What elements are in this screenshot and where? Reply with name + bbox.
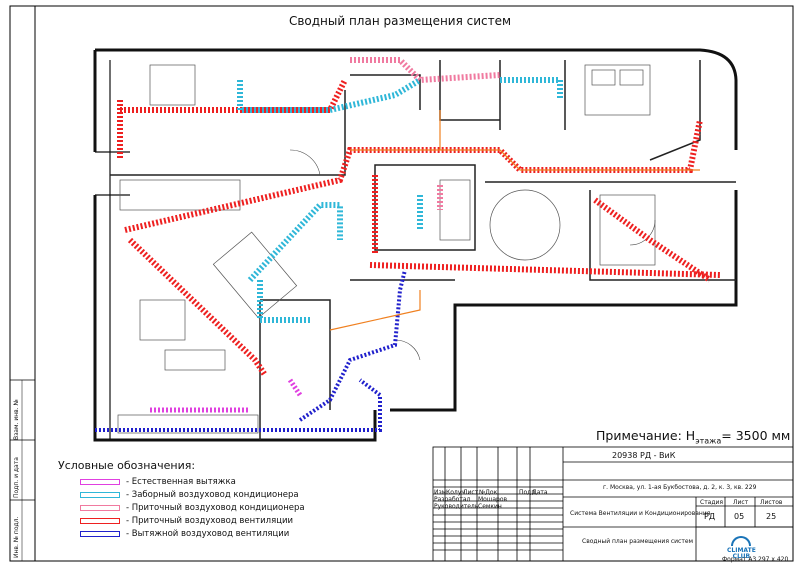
legend-item: - Приточный воздуховод вентиляции: [58, 514, 305, 527]
legend-item: - Приточный воздуховод кондиционера: [58, 501, 305, 514]
legend-label: - Заборный воздуховод кондиционера: [126, 489, 299, 500]
legend-item: - Заборный воздуховод кондиционера: [58, 488, 305, 501]
legend-swatch-supply-vent: [80, 517, 120, 524]
refrigerant-line: [329, 110, 700, 331]
intake-ac-duct: [237, 77, 563, 323]
legend-swatch-exhaust-vent: [80, 530, 120, 537]
sheet-value: 05: [734, 512, 745, 521]
role-developer: Разработал: [434, 496, 471, 503]
sheet-title: Сводный план размещения систем: [582, 538, 694, 545]
drawing-title: Сводный план размещения систем: [288, 14, 512, 28]
legend-swatch-intake-ac: [80, 491, 120, 498]
side-label: Взам. инв. №: [13, 399, 20, 440]
note-suffix: = 3500 мм: [721, 428, 791, 443]
natural-exhaust: [150, 378, 303, 413]
supply-ac-duct: [350, 57, 501, 210]
name-manager: Семкин: [478, 503, 502, 510]
note-prefix: Примечание: H: [596, 428, 696, 443]
inner-frame: [34, 5, 794, 562]
logo-line1: CLIMATE: [727, 547, 756, 554]
col-header: Колуч: [446, 489, 465, 496]
title-block: [432, 446, 794, 562]
exhaust-vent-duct: [95, 269, 407, 432]
stage-label: Стадия: [700, 499, 724, 506]
legend-item: - Вытяжной воздуховод вентиляции: [58, 527, 305, 540]
furniture: [117, 64, 656, 434]
sheets-value: 25: [766, 512, 777, 521]
side-label: Инв. № подл.: [13, 516, 20, 558]
logo-mark: [731, 536, 752, 546]
role-manager: Руководитель: [434, 503, 479, 510]
floor-plan-walls: [93, 48, 738, 442]
logo-line2: CLUB: [732, 553, 751, 560]
height-note: Примечание: Hэтажа= 3500 мм: [596, 428, 790, 446]
interior-walls: [110, 60, 736, 440]
legend-label: - Естественная вытяжка: [126, 476, 236, 487]
legend-heading: Условные обозначения:: [58, 459, 196, 472]
col-header: Изм.: [434, 489, 449, 496]
note-subscript: этажа: [695, 436, 722, 446]
sheet-label: Лист: [733, 499, 749, 506]
format-label: Формат А3: [722, 556, 757, 563]
legend-label: - Вытяжной воздуховод вентиляции: [126, 528, 290, 539]
col-header: Лист: [463, 489, 479, 496]
address: г. Москва, ул. 1-ая Букбостова, д. 2, к.…: [603, 484, 757, 491]
legend-label: - Приточный воздуховод вентиляции: [126, 515, 294, 526]
legend-swatch-natural-exhaust: [80, 478, 120, 485]
legend-swatch-supply-ac: [80, 504, 120, 511]
sheets-label: Листов: [760, 499, 783, 506]
climate-club-logo: CLIMATE CLUB: [727, 536, 756, 560]
legend-label: - Приточный воздуховод кондиционера: [126, 502, 305, 513]
col-header: №Док.: [479, 489, 500, 496]
stage-value: РД: [704, 512, 716, 521]
name-developer: Мошаров: [478, 496, 508, 503]
doc-code: 20938 РД - ВиК: [612, 451, 676, 460]
legend: Условные обозначения: - Естественная выт…: [58, 459, 305, 540]
system-name: Система Вентиляции и Кондиционирования: [570, 510, 711, 517]
legend-item: - Естественная вытяжка: [58, 475, 305, 488]
col-header: Дата: [532, 489, 548, 496]
side-label: Подп. и дата: [13, 457, 20, 498]
col-header: Подп.: [519, 489, 538, 496]
size-label: 297 x 420: [758, 556, 789, 563]
